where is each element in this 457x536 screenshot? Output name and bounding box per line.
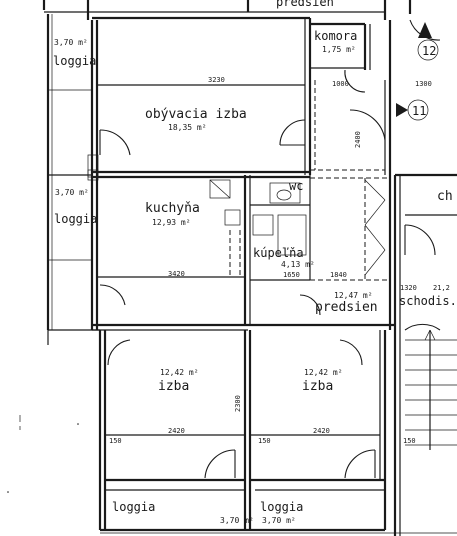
bathroom-fixtures [209, 179, 307, 278]
dim-2300: 2300 [234, 395, 242, 412]
label-loggia-2: loggia [54, 212, 97, 226]
label-predsien-mid: predsien [315, 300, 378, 315]
label-kupelna: kúpeľňa [253, 246, 304, 260]
label-schodis: schodis. [399, 294, 457, 308]
marker-11-label: 11 [412, 104, 426, 118]
area-obyvacia-izba: 18,35 m² [168, 123, 207, 132]
label-loggia-3: loggia [112, 500, 155, 514]
area-loggia-2: 3,70 m² [55, 188, 89, 197]
label-loggia-4: loggia [260, 500, 303, 514]
area-izba-right: 12,42 m² [304, 368, 343, 377]
dim-1840: 1840 [330, 271, 347, 279]
label-komora: komora [314, 29, 357, 43]
dim-2420-right: 2420 [313, 427, 330, 435]
area-komora: 1,75 m² [322, 45, 356, 54]
dim-2420-left: 2420 [168, 427, 185, 435]
label-ch: ch [437, 189, 453, 204]
area-kuchyna: 12,93 m² [152, 218, 191, 227]
dim-150-left: 150 [109, 437, 122, 445]
staircase [405, 329, 457, 450]
doors [99, 19, 441, 479]
level-marker-11: 11 [396, 99, 429, 121]
dim-2400: 2400 [354, 131, 362, 148]
label-wc: wc [289, 179, 303, 193]
level-marker-12: 12 [417, 22, 439, 61]
dimension-labels: 3230 1000 1300 2400 3420 1650 1840 1320 … [109, 76, 450, 445]
dim-150-stair: 150 [403, 437, 416, 445]
dim-3230: 3230 [208, 76, 225, 84]
label-predsien-top: predsien [276, 0, 334, 9]
label-loggia-1: loggia [53, 54, 96, 68]
dim-1000: 1000 [332, 80, 349, 88]
walls [42, 0, 457, 536]
wardrobe [364, 179, 386, 276]
area-kupelna: 4,13 m² [281, 260, 315, 269]
dim-1300: 1300 [415, 80, 432, 88]
area-predsien-mid: 12,47 m² [334, 291, 373, 300]
loggia-frames [48, 89, 99, 261]
area-izba-left: 12,42 m² [160, 368, 199, 377]
marker-12-label: 12 [422, 44, 436, 58]
scan-marks [7, 415, 79, 493]
area-loggia-3: 3,70 m² [220, 516, 254, 525]
label-kuchyna: kuchyňa [145, 201, 200, 216]
dim-150-right: 150 [258, 437, 271, 445]
label-izba-left: izba [158, 379, 189, 394]
area-loggia-1: 3,70 m² [54, 38, 88, 47]
dim-1650: 1650 [283, 271, 300, 279]
dim-1320: 1320 [400, 284, 417, 292]
label-obyvacia-izba: obývacia izba [145, 107, 247, 122]
dim-3420: 3420 [168, 270, 185, 278]
label-izba-right: izba [302, 379, 333, 394]
room-labels: predsien komora 1,75 m² 3,70 m² loggia o… [53, 0, 457, 525]
area-loggia-4: 3,70 m² [262, 516, 296, 525]
dim-2120: 21,2 [433, 284, 450, 292]
